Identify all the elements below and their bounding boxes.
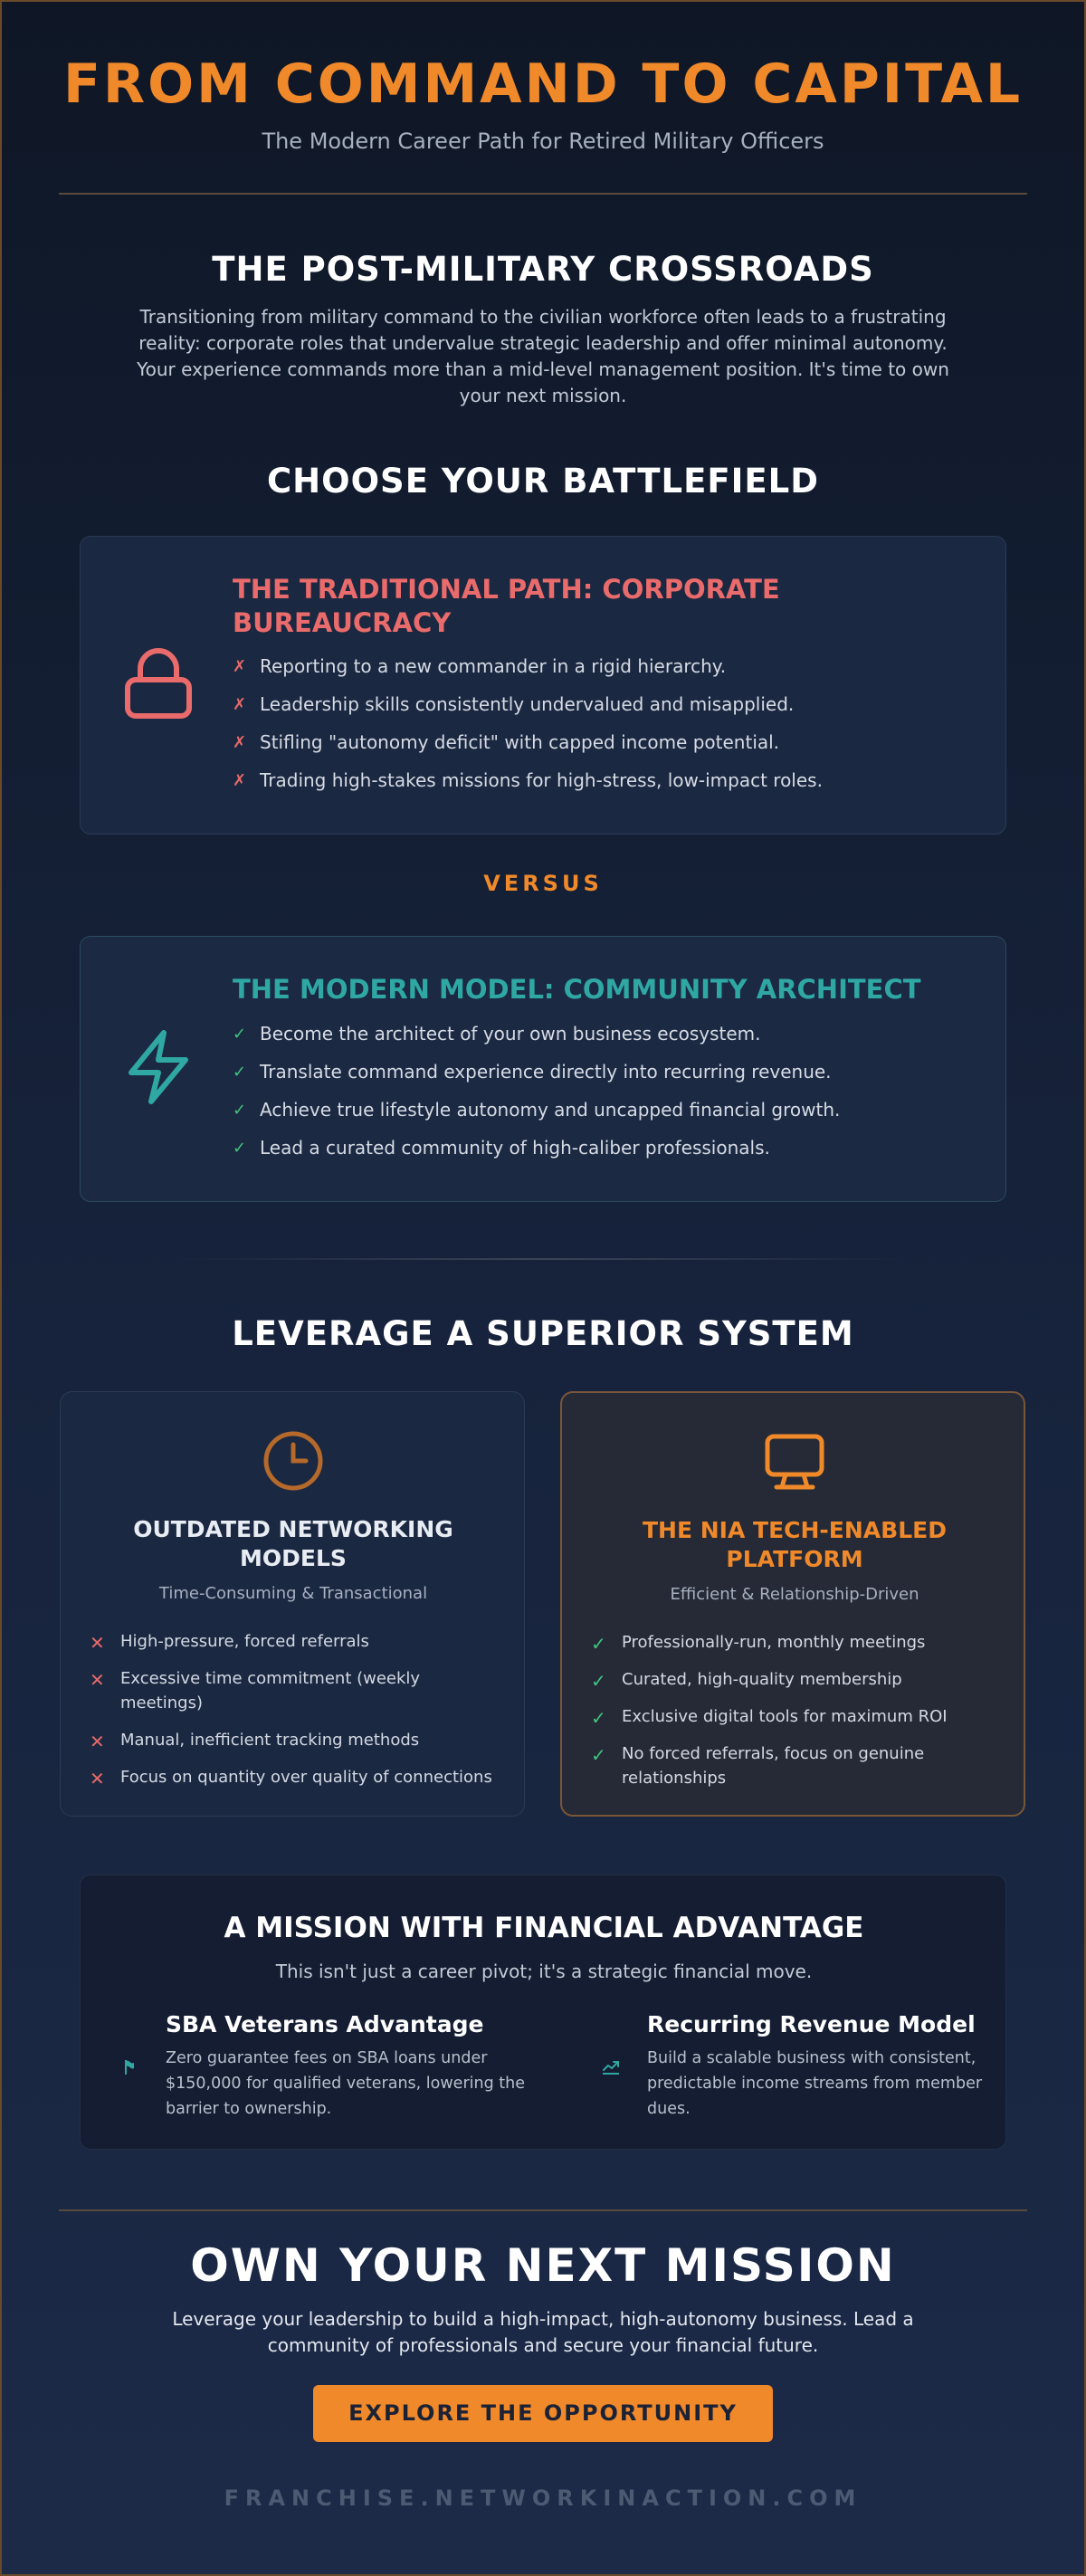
check-icon: ✓ (233, 1025, 247, 1044)
page-title: FROM COMMAND TO CAPITAL (62, 52, 1024, 116)
modern-model-title: THE MODERN MODEL: COMMUNITY ARCHITECT (233, 974, 921, 1005)
check-icon: ✓ (233, 1139, 247, 1158)
list-item: ✓Translate command experience directly i… (233, 1061, 832, 1083)
cross-icon: ✗ (233, 695, 247, 714)
times-icon: ✕ (90, 1669, 105, 1691)
nia-platform-list: ✓Professionally-run, monthly meetings ✓C… (591, 1630, 1002, 1803)
nia-platform-subtitle: Efficient & Relationship-Driven (670, 1585, 919, 1604)
list-item: ✗Reporting to a new commander in a rigid… (233, 655, 727, 677)
cross-icon: ✗ (233, 733, 247, 752)
cross-icon: ✗ (233, 771, 247, 790)
list-item: ✗Trading high-stakes missions for high-s… (233, 769, 823, 791)
financial-heading: A MISSION WITH FINANCIAL ADVANTAGE (224, 1912, 864, 1944)
modern-model-list: ✓Become the architect of your own busine… (233, 1022, 975, 1174)
footer-url-link[interactable]: FRANCHISE.NETWORKINACTION.COM (224, 2485, 862, 2511)
list-item: ✓No forced referrals, focus on genuine r… (591, 1744, 925, 1788)
recurring-revenue-body: Build a scalable business with consisten… (647, 2049, 983, 2118)
list-item: ✕Excessive time commitment (weekly meeti… (90, 1669, 421, 1713)
divider (181, 1258, 905, 1260)
lightning-icon (129, 1030, 188, 1104)
list-item: ✕Focus on quantity over quality of conne… (90, 1768, 492, 1789)
list-item: ✗Leadership skills consistently underval… (233, 693, 795, 715)
crossroads-heading: THE POST-MILITARY CROSSROADS (212, 250, 874, 289)
cross-icon: ✗ (233, 657, 247, 676)
outdated-networking-title: OUTDATED NETWORKING MODELS (133, 1516, 453, 1571)
versus-label: VERSUS (483, 871, 603, 896)
times-icon: ✕ (90, 1632, 105, 1654)
modern-model-card: THE MODERN MODEL: COMMUNITY ARCHITECT ✓B… (80, 936, 1006, 1202)
flag-icon (125, 2060, 134, 2075)
lock-icon (125, 648, 192, 719)
outdated-networking-list: ✕High-pressure, forced referrals ✕Excess… (90, 1629, 500, 1802)
list-item: ✕Manual, inefficient tracking methods (90, 1731, 420, 1752)
cta-heading: OWN YOUR NEXT MISSION (190, 2239, 896, 2292)
explore-opportunity-button[interactable]: EXPLORE THE OPPORTUNITY (313, 2385, 773, 2442)
traditional-path-card: THE TRADITIONAL PATH: CORPORATE BUREAUCR… (80, 536, 1006, 835)
system-heading: LEVERAGE A SUPERIOR SYSTEM (232, 1314, 854, 1353)
sba-advantage-title: SBA Veterans Advantage (166, 2011, 484, 2037)
outdated-networking-subtitle: Time-Consuming & Transactional (158, 1584, 428, 1603)
list-item: ✓Exclusive digital tools for maximum ROI (591, 1707, 948, 1729)
nia-platform-title: THE NIA TECH-ENABLED PLATFORM (643, 1517, 947, 1572)
check-icon: ✓ (233, 1063, 247, 1082)
recurring-revenue-title: Recurring Revenue Model (647, 2011, 976, 2037)
cta-body: Leverage your leadership to build a high… (172, 2308, 914, 2356)
list-item: ✓Professionally-run, monthly meetings (591, 1633, 926, 1655)
divider (59, 2209, 1027, 2211)
clock-icon (263, 1431, 323, 1491)
financial-advantage-card: A MISSION WITH FINANCIAL ADVANTAGE This … (80, 1875, 1006, 2150)
check-icon: ✓ (591, 1633, 606, 1655)
chart-growth-icon (603, 2061, 619, 2075)
times-icon: ✕ (90, 1768, 105, 1789)
traditional-path-list: ✗Reporting to a new commander in a rigid… (233, 654, 975, 806)
check-icon: ✓ (591, 1670, 606, 1692)
times-icon: ✕ (90, 1731, 105, 1752)
sba-advantage-body: Zero guarantee fees on SBA loans under $… (166, 2049, 525, 2118)
outdated-networking-card: OUTDATED NETWORKING MODELS Time-Consumin… (60, 1391, 525, 1817)
financial-subtitle: This isn't just a career pivot; it's a s… (275, 1961, 813, 1982)
check-icon: ✓ (591, 1707, 606, 1729)
nia-platform-card: THE NIA TECH-ENABLED PLATFORM Efficient … (560, 1391, 1025, 1817)
list-item: ✗Stifling "autonomy deficit" with capped… (233, 731, 780, 753)
battlefield-heading: CHOOSE YOUR BATTLEFIELD (267, 462, 819, 501)
list-item: ✓Curated, high-quality membership (591, 1670, 902, 1692)
page-subtitle: The Modern Career Path for Retired Milit… (262, 129, 824, 154)
list-item: ✕High-pressure, forced referrals (90, 1632, 369, 1654)
check-icon: ✓ (233, 1101, 247, 1120)
traditional-path-title: THE TRADITIONAL PATH: CORPORATE BUREAUCR… (233, 574, 780, 638)
list-item: ✓Lead a curated community of high-calibe… (233, 1137, 770, 1159)
divider (59, 193, 1027, 195)
monitor-icon (765, 1434, 824, 1490)
list-item: ✓Become the architect of your own busine… (233, 1023, 761, 1045)
check-icon: ✓ (591, 1744, 606, 1766)
list-item: ✓Achieve true lifestyle autonomy and unc… (233, 1099, 841, 1121)
crossroads-body: Transitioning from military command to t… (137, 306, 949, 406)
